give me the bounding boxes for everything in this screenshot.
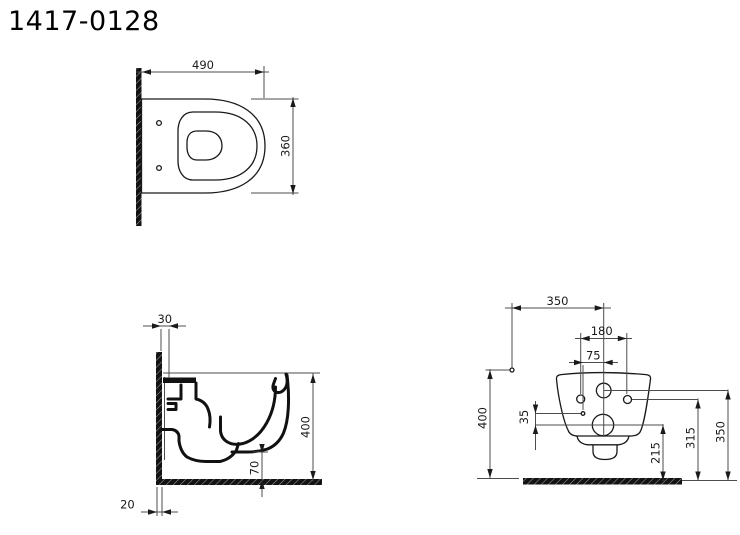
- dim-wall-gap-label: 20: [120, 498, 135, 512]
- dim-inlet-height-label: 350: [714, 421, 728, 443]
- floor-section: [156, 479, 322, 485]
- dim-supply-lateral-label: 350: [547, 294, 569, 308]
- arrowhead: [695, 471, 701, 481]
- mounting-ledge-section: [163, 377, 196, 383]
- dim-fixing-offset-75: 75: [569, 349, 618, 410]
- dim-length-490: 490: [136, 58, 269, 98]
- floor-section: [523, 478, 682, 485]
- wall-section: [156, 352, 162, 483]
- dim-inlet-height-350: 350: [714, 389, 731, 481]
- dim-fixing-height-315: 315: [684, 398, 701, 481]
- dim-width-360: 360: [251, 97, 299, 195]
- outlet-spigot-outline: [592, 444, 618, 461]
- flush-channel-section: [166, 383, 183, 411]
- dim-supply-lateral-350: 350: [505, 294, 611, 368]
- dim-wall-gap-20: 20: [120, 487, 178, 516]
- arrowhead: [594, 305, 604, 311]
- rear-view: 350 180 75 400: [476, 294, 737, 485]
- fixing-hole-right: [622, 394, 633, 405]
- dim-offset-small-label: 35: [517, 410, 531, 425]
- arrowhead: [310, 471, 316, 480]
- arrowhead: [695, 399, 701, 409]
- bowl-outer-section: [230, 373, 291, 454]
- bowl-inner-section: [219, 385, 277, 446]
- arrowhead: [162, 509, 171, 515]
- dim-height-label: 400: [299, 416, 313, 438]
- arrowhead: [574, 359, 583, 366]
- arrowhead: [259, 444, 265, 453]
- seat-fixing-hole: [155, 164, 163, 172]
- arrowhead: [532, 404, 539, 414]
- arrowhead: [290, 185, 296, 194]
- pan-rear-outline: [555, 371, 652, 437]
- pan-outer-outline: [140, 98, 266, 194]
- arrowhead: [169, 323, 178, 329]
- dim-fixing-spacing-180: 180: [575, 324, 632, 394]
- dim-outlet-clearance-label: 70: [248, 461, 262, 476]
- dim-supply-height-label: 400: [476, 407, 490, 429]
- arrowhead: [617, 335, 627, 342]
- dim-width-label: 360: [279, 135, 293, 157]
- arrowhead: [725, 471, 731, 481]
- rim-front-section: [271, 372, 289, 394]
- trapway-section: [159, 428, 240, 463]
- rim-inner-outline: [177, 111, 258, 181]
- dim-wall-offset-label: 30: [157, 312, 172, 326]
- dim-supply-height-400: 400: [476, 369, 493, 479]
- arrowhead: [603, 359, 613, 366]
- dim-fixing-spacing-label: 180: [591, 324, 613, 338]
- bowl-back-section: [194, 381, 212, 429]
- wall-section: [136, 68, 142, 226]
- drawing-number: 1417-0128: [8, 6, 160, 37]
- seat-fixing-hole: [155, 119, 163, 127]
- arrowhead: [660, 425, 666, 434]
- side-view: 30 400 70 20: [120, 312, 322, 516]
- top-view: 490 360: [136, 58, 299, 226]
- arrowhead: [725, 390, 731, 400]
- arrowhead: [532, 425, 539, 434]
- arrowhead: [487, 469, 493, 478]
- dim-outlet-height-label: 215: [649, 442, 663, 464]
- dim-outlet-clearance-70: 70: [248, 444, 268, 497]
- arrowhead: [142, 69, 151, 75]
- arrowhead: [259, 480, 265, 489]
- arrowhead: [487, 370, 493, 379]
- dim-offset-35: 35: [517, 401, 539, 450]
- reference-point: [580, 411, 586, 416]
- arrowhead: [255, 69, 264, 75]
- outlet-tier-outline: [576, 435, 630, 446]
- water-surface-outline: [186, 130, 223, 161]
- arrowhead: [290, 98, 296, 107]
- arrowhead: [152, 323, 161, 329]
- arrowhead: [660, 471, 666, 481]
- dim-height-400: 400: [299, 373, 316, 481]
- dim-wall-offset-30: 30: [143, 312, 186, 378]
- arrowhead: [580, 335, 590, 342]
- dim-fixing-height-label: 315: [684, 427, 698, 449]
- arrowhead: [310, 374, 316, 383]
- arrowhead: [512, 305, 521, 311]
- dim-length-label: 490: [192, 58, 214, 72]
- dim-fixing-offset-label: 75: [586, 349, 601, 363]
- dim-outlet-height-215: 215: [649, 424, 666, 481]
- supply-reference-point: [509, 367, 515, 373]
- arrowhead: [148, 509, 157, 515]
